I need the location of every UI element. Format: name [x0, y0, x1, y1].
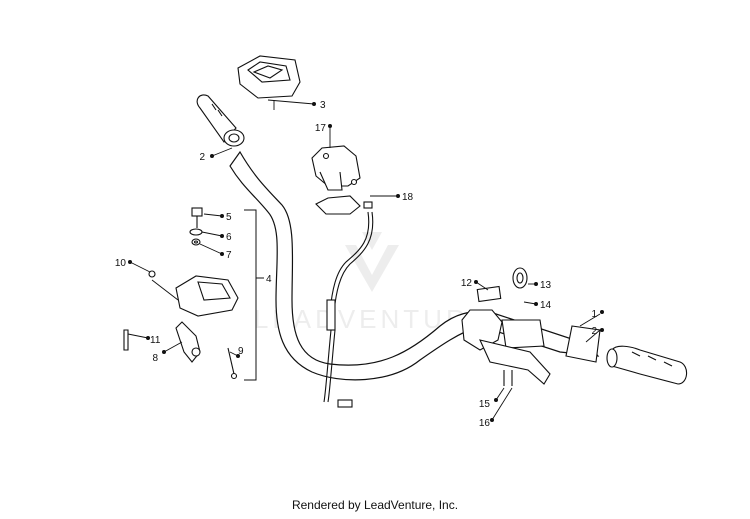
footer-credit: Rendered by LeadVenture, Inc. — [291, 498, 459, 512]
callout-11: 11 — [146, 335, 161, 346]
callout-5: 5 — [220, 212, 232, 223]
handlebar-pad — [237, 55, 301, 99]
svg-text:1: 1 — [591, 309, 597, 320]
svg-text:4: 4 — [266, 274, 272, 285]
callout-1: 1 — [591, 309, 604, 320]
svg-text:17: 17 — [315, 123, 327, 134]
svg-text:9: 9 — [238, 346, 244, 357]
right-grip — [565, 325, 688, 385]
svg-text:13: 13 — [540, 280, 552, 291]
callout-10: 10 — [115, 258, 132, 269]
left-grip — [196, 94, 245, 147]
svg-text:10: 10 — [115, 258, 127, 269]
throttle-cable — [323, 201, 374, 408]
svg-text:2: 2 — [591, 326, 597, 337]
callout-7: 7 — [220, 250, 232, 261]
svg-text:5: 5 — [226, 212, 232, 223]
leader-lines — [127, 99, 601, 421]
svg-text:18: 18 — [402, 192, 414, 203]
callout-6: 6 — [220, 232, 232, 243]
callout-3: 3 — [312, 100, 326, 111]
callouts: 1 2 2 3 4 5 6 7 8 9 10 11 12 13 14 15 16… — [115, 100, 604, 429]
callout-4: 4 — [266, 274, 272, 285]
svg-text:16: 16 — [479, 418, 491, 429]
svg-text:14: 14 — [540, 300, 552, 311]
right-control-assembly — [461, 267, 551, 386]
callout-8: 8 — [152, 350, 166, 364]
svg-text:15: 15 — [479, 399, 491, 410]
callout-14: 14 — [534, 300, 552, 311]
svg-text:2: 2 — [199, 152, 205, 163]
callout-16: 16 — [479, 418, 494, 429]
callout-2-left: 2 — [199, 152, 214, 163]
callout-2-right: 2 — [591, 326, 604, 337]
svg-text:11: 11 — [150, 335, 161, 346]
svg-text:8: 8 — [152, 353, 158, 364]
throttle-housing — [311, 145, 361, 215]
svg-text:12: 12 — [461, 278, 473, 289]
svg-text:6: 6 — [226, 232, 232, 243]
callout-12: 12 — [461, 278, 478, 289]
group-bracket — [244, 209, 257, 381]
callout-13: 13 — [534, 280, 552, 291]
callout-18: 18 — [396, 192, 414, 203]
svg-text:3: 3 — [320, 100, 326, 111]
callout-9: 9 — [236, 346, 244, 358]
svg-text:7: 7 — [226, 250, 232, 261]
switch-assembly — [123, 207, 239, 380]
callout-15: 15 — [479, 398, 498, 410]
callout-17: 17 — [315, 123, 332, 134]
